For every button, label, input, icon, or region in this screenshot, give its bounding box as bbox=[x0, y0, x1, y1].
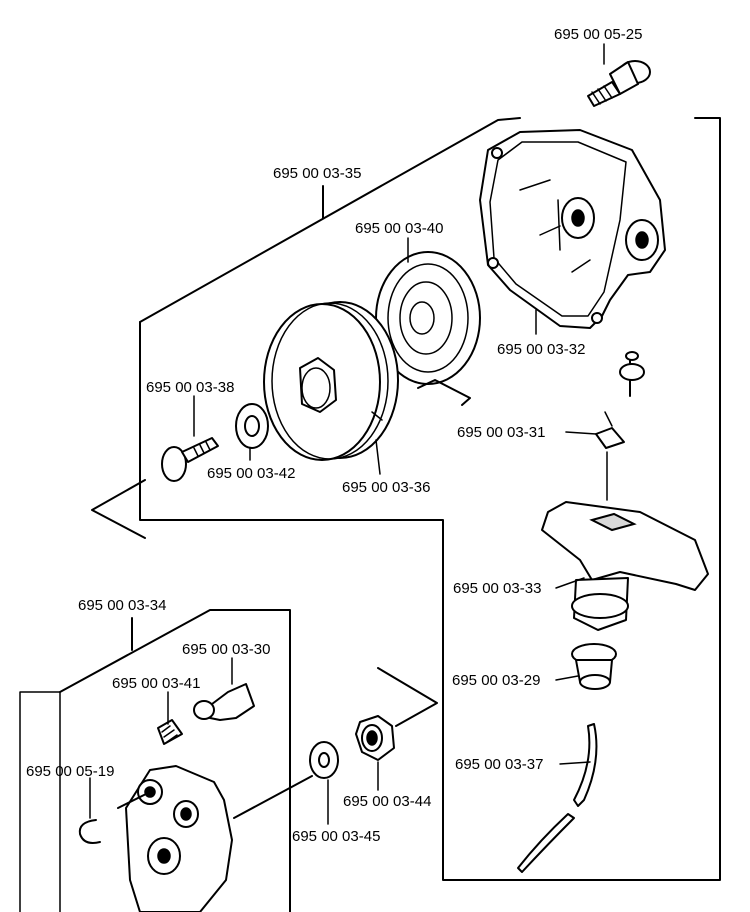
label-pawl: 695 00 03-30 bbox=[182, 641, 270, 658]
handle-part bbox=[541, 501, 709, 631]
lower-body-part bbox=[117, 765, 313, 912]
screw-top-part bbox=[587, 60, 651, 107]
circlip-part bbox=[78, 819, 101, 844]
washer-small-part bbox=[235, 403, 269, 449]
pulley-part bbox=[263, 301, 399, 461]
label-pawl-assembly: 695 00 03-34 bbox=[78, 597, 166, 614]
label-nut: 695 00 03-44 bbox=[343, 793, 431, 810]
label-washer: 695 00 03-45 bbox=[292, 828, 380, 845]
label-bushing: 695 00 03-29 bbox=[452, 672, 540, 689]
label-washer-small: 695 00 03-42 bbox=[207, 465, 295, 482]
washer-part bbox=[309, 741, 339, 779]
assembly-bracket-lines bbox=[19, 117, 721, 912]
label-spring: 695 00 03-40 bbox=[355, 220, 443, 237]
pawl-part bbox=[193, 683, 255, 721]
label-starter-assembly: 695 00 03-35 bbox=[273, 165, 361, 182]
label-circlip: 695 00 05-19 bbox=[26, 763, 114, 780]
label-pulley: 695 00 03-36 bbox=[342, 479, 430, 496]
screw-left-part bbox=[161, 437, 219, 482]
nut-part bbox=[355, 715, 395, 761]
bushing-part bbox=[571, 643, 617, 690]
label-screw-left: 695 00 03-38 bbox=[146, 379, 234, 396]
plate-part bbox=[595, 351, 645, 501]
housing-part bbox=[479, 129, 666, 329]
leader-lines bbox=[89, 43, 605, 825]
label-pawl-spring: 695 00 03-41 bbox=[112, 675, 200, 692]
label-handle: 695 00 03-33 bbox=[453, 580, 541, 597]
spring-part bbox=[375, 251, 481, 406]
part-labels: 695 00 05-25 695 00 03-35 695 00 03-40 6… bbox=[26, 26, 642, 845]
cord-part bbox=[517, 723, 598, 873]
label-screw-top: 695 00 05-25 bbox=[554, 26, 642, 43]
label-cord: 695 00 03-37 bbox=[455, 756, 543, 773]
label-housing: 695 00 03-32 bbox=[497, 341, 585, 358]
label-plate: 695 00 03-31 bbox=[457, 424, 545, 441]
pawl-spring-part bbox=[157, 719, 183, 745]
